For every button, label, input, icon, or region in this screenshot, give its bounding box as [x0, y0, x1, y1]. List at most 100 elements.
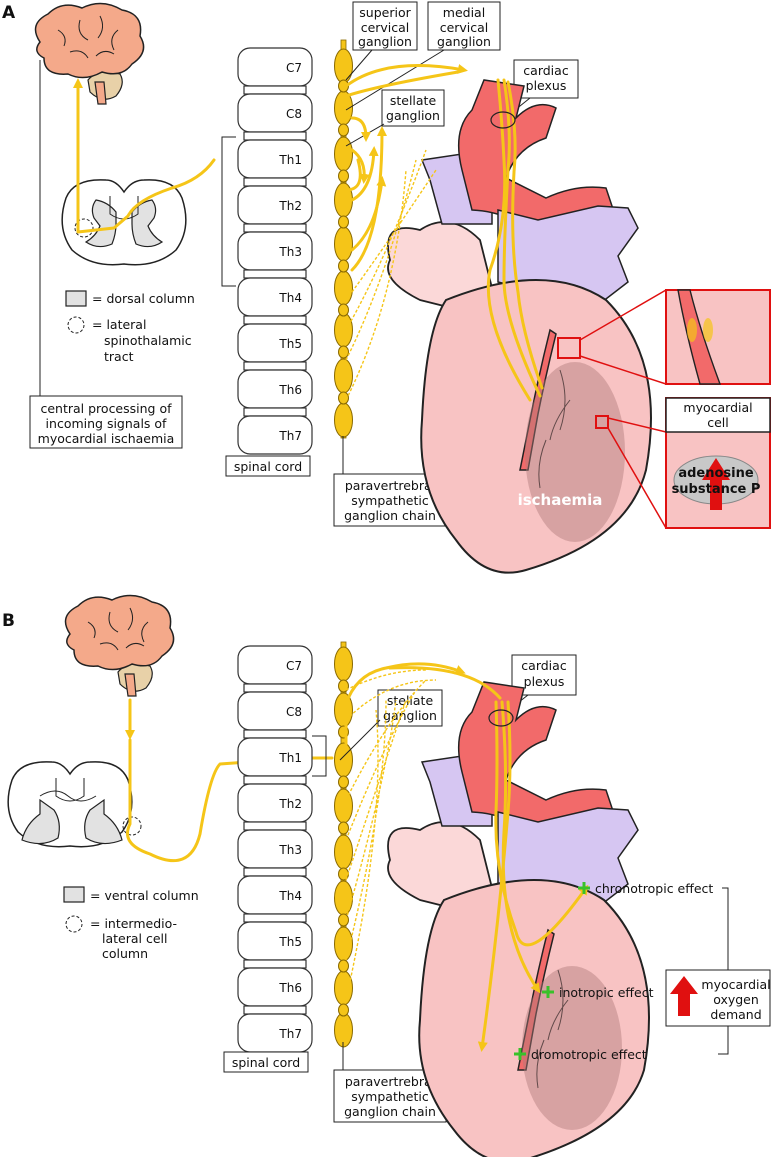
chain-line2-a: sympathetic — [351, 493, 429, 508]
b-disc-0 — [243, 683, 307, 693]
a-vertebra-label: Th1 — [278, 153, 302, 167]
a-ganglion-2 — [334, 136, 353, 172]
legend-ventral-column: = ventral column — [90, 888, 199, 903]
b-ganglion-4 — [334, 834, 353, 870]
a-ganglion-0 — [334, 48, 353, 84]
heart-a: ischaemia — [387, 79, 652, 574]
brain-a — [34, 2, 145, 105]
chain-line3-a: ganglion chain — [344, 508, 436, 523]
stellate-line2-a: ganglion — [386, 108, 440, 123]
b-ganglion-14 — [338, 913, 349, 927]
spinal-cross-section-a — [61, 179, 187, 266]
stellate-line1-a: stellate — [390, 93, 437, 108]
ganglion-chain-b — [334, 641, 353, 1048]
central-line3: myocardial ischaemia — [38, 431, 175, 446]
b-disc-3 — [243, 821, 307, 831]
a-disc-4 — [243, 269, 307, 279]
central-processing-box — [29, 395, 183, 449]
substance-p-label: substance P — [672, 482, 761, 497]
medial-ganglion-box — [427, 1, 501, 51]
cardiac-nerve-b-top — [344, 662, 466, 746]
a-vertebra-label: Th2 — [278, 199, 302, 213]
b-disc-4 — [243, 867, 307, 877]
a-disc-6 — [243, 361, 307, 371]
b-vertebra-label: Th1 — [278, 751, 302, 765]
a-disc-7 — [243, 407, 307, 417]
legend-swatch-dorsal — [65, 290, 87, 307]
spinal-cord-label-a: spinal cord — [234, 459, 302, 474]
central-line2: incoming signals of — [46, 416, 168, 431]
central-line1: central processing of — [40, 401, 172, 416]
chain-line1-a: paravertrebral — [345, 478, 435, 493]
a-vertebra-label: Th7 — [278, 429, 302, 443]
b-ganglion-15 — [338, 959, 349, 973]
b-vertebra-label: Th7 — [278, 1027, 302, 1041]
ischaemia-zone — [525, 362, 625, 542]
dromotropic-fibre — [477, 700, 512, 1052]
afferent-pathway-a — [73, 78, 216, 234]
chain-line2-b: sympathetic — [351, 1089, 429, 1104]
a-ganglion-14 — [338, 303, 349, 317]
plexus-line2-b: plexus — [524, 674, 565, 689]
b-vertebra-label: Th4 — [278, 889, 302, 903]
a-ganglion-12 — [338, 215, 349, 229]
b-ganglion-2 — [334, 742, 353, 778]
b-ganglion-8 — [334, 1012, 353, 1048]
a-ganglion-3 — [334, 182, 353, 218]
adenosine-label: adenosine — [678, 466, 754, 481]
a-ganglion-13 — [338, 259, 349, 273]
chain-line3-b: ganglion chain — [344, 1104, 436, 1119]
a-vertebra-label: Th3 — [278, 245, 302, 259]
medial-leader — [345, 49, 445, 111]
a-ganglion-7 — [334, 358, 353, 394]
b-vertebra-label: Th3 — [278, 843, 302, 857]
plexus-line2-a: plexus — [526, 78, 567, 93]
spinal-cord-box-a — [225, 455, 311, 477]
efferent-pathway-b — [126, 738, 334, 863]
a-ganglion-6 — [334, 312, 353, 348]
stellate-box-b — [377, 689, 443, 727]
heart-b — [387, 681, 650, 1157]
plexus-box-a — [513, 59, 579, 99]
panel-a: A = dorsal column = lateral spinothalami… — [2, 1, 771, 574]
b-vertebra-label: C8 — [286, 705, 302, 719]
demand-line3: demand — [710, 1007, 761, 1022]
b-ganglion-9 — [338, 679, 349, 693]
plus-icon — [542, 986, 554, 998]
b-vertebra-label: Th6 — [278, 981, 302, 995]
a-vertebra-label: C8 — [286, 107, 302, 121]
up-arrow-icon — [702, 458, 730, 510]
stellate-leader-b — [339, 719, 381, 761]
a-vertebra-label: Th6 — [278, 383, 302, 397]
panel-a-letter: A — [2, 3, 16, 23]
superior-ganglion-box — [352, 1, 418, 51]
legend-tract-line2: spinothalamic — [104, 333, 192, 348]
plus-icon — [514, 1048, 526, 1060]
myocardial-cell-line1: myocardial — [683, 400, 752, 415]
cardiac-plexus-ring-b — [488, 709, 514, 727]
panel-b-letter: B — [2, 611, 15, 631]
a-ganglion-16 — [338, 391, 349, 405]
demand-line1: myocardial — [701, 977, 770, 992]
b-disc-5 — [243, 913, 307, 923]
myocardial-cell-line2: cell — [707, 415, 729, 430]
chronotropic-text: chronotropic effect — [595, 881, 713, 896]
b-ganglion-3 — [334, 788, 353, 824]
a-ganglion-15 — [338, 345, 349, 359]
a-ganglion-4 — [334, 226, 353, 262]
zoom-marker-2 — [595, 415, 609, 429]
bracket-th1-th4 — [221, 136, 236, 287]
superior-leader — [345, 49, 373, 81]
legend-swatch-ventral — [63, 886, 85, 903]
chain-line1-b: paravertrebral — [345, 1074, 435, 1089]
a-disc-2 — [243, 177, 307, 187]
a-ganglion-5 — [334, 270, 353, 306]
legend-cell-line2: lateral cell — [102, 931, 167, 946]
superior-line2: cervical — [361, 20, 410, 35]
a-vertebra-label: C7 — [286, 61, 302, 75]
legend-tract-line1: = lateral — [92, 317, 146, 332]
legend-dorsal-column: = dorsal column — [92, 291, 195, 306]
a-vertebra-8 — [237, 415, 313, 455]
stellate-line2-b: ganglion — [383, 708, 437, 723]
a-disc-1 — [243, 131, 307, 141]
